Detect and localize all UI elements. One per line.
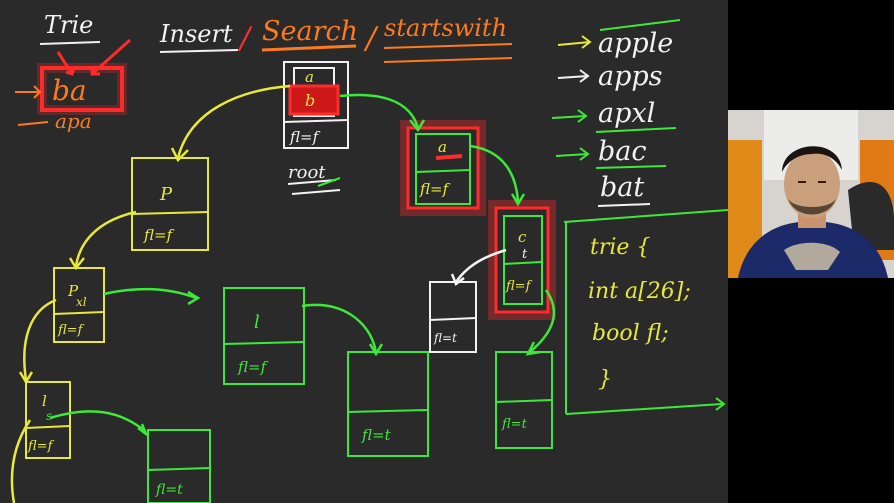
- trie-node-a: a fl=f: [400, 120, 486, 216]
- word-ba: ba: [52, 74, 87, 107]
- root-node: a b fl=f root: [283, 61, 349, 195]
- svg-text:fl=t: fl=t: [155, 482, 183, 498]
- trie-node-right: fl=t: [495, 351, 553, 449]
- trie-node-l: l fl=f: [223, 287, 305, 385]
- trie-node-white: fl=t: [429, 281, 477, 353]
- title-sep-1: /: [237, 21, 253, 56]
- word-list: apple apps apxl bac bat: [551, 19, 681, 207]
- svg-text:fl=f: fl=f: [289, 128, 321, 146]
- word-list-item: apps: [598, 61, 663, 92]
- whiteboard: Trie Insert / Search / startswith ba apa: [0, 0, 728, 503]
- code-line: }: [598, 367, 612, 392]
- trie-node-ct: c t fl=f: [488, 200, 556, 320]
- title-startswith: startswith: [384, 14, 507, 42]
- svg-text:fl=f: fl=f: [143, 226, 175, 244]
- word-list-item: bac: [598, 136, 647, 167]
- ba-highlight-box: [40, 66, 124, 112]
- svg-text:xl: xl: [76, 295, 87, 309]
- word-list-item: apple: [598, 28, 673, 59]
- svg-text:c: c: [518, 228, 527, 246]
- trie-node-e2: fl=t: [347, 351, 429, 457]
- trie-node-e: fl=t: [147, 429, 211, 503]
- title-sep-2: /: [363, 21, 379, 56]
- svg-text:fl=f: fl=f: [57, 323, 85, 338]
- side-panel-bottom: [728, 278, 894, 503]
- svg-text:P: P: [159, 184, 173, 205]
- svg-text:fl=t: fl=t: [361, 426, 392, 444]
- svg-text:l: l: [42, 392, 47, 410]
- svg-text:a: a: [305, 68, 314, 86]
- title-insert: Insert: [159, 20, 233, 48]
- code-line: int a[26];: [588, 279, 691, 304]
- side-panel-top: [728, 0, 894, 110]
- svg-text:l: l: [254, 312, 260, 333]
- code-box: trie { int a[26]; bool fl; }: [563, 209, 728, 415]
- svg-text:P: P: [67, 282, 79, 300]
- svg-text:fl=f: fl=f: [505, 279, 533, 294]
- trie-edges: [10, 84, 556, 503]
- svg-text:b: b: [305, 91, 315, 110]
- root-label: root: [288, 162, 326, 183]
- trie-node-p: P fl=f: [131, 157, 209, 251]
- code-line: trie {: [590, 235, 650, 260]
- svg-text:a: a: [438, 138, 447, 156]
- svg-text:fl=f: fl=f: [237, 358, 269, 376]
- webcam-feed: [728, 110, 894, 278]
- trie-node-pxl: P xl fl=f: [53, 267, 105, 343]
- word-list-item: bat: [600, 172, 644, 203]
- presenter-image: [728, 110, 894, 278]
- word-apa: apa: [55, 109, 92, 133]
- trie-node-ls: l s fl=f: [25, 381, 71, 459]
- title-search: Search: [262, 16, 358, 47]
- svg-text:fl=f: fl=f: [27, 439, 55, 454]
- svg-text:fl=f: fl=f: [419, 180, 451, 198]
- svg-text:fl=t: fl=t: [433, 331, 457, 345]
- svg-text:s: s: [46, 409, 52, 423]
- svg-text:t: t: [522, 247, 528, 262]
- whiteboard-drawing: Trie Insert / Search / startswith ba apa: [10, 11, 728, 503]
- svg-text:fl=t: fl=t: [501, 417, 528, 432]
- code-line: bool fl;: [592, 321, 669, 346]
- word-list-item: apxl: [598, 98, 655, 129]
- title-trie: Trie: [44, 11, 93, 39]
